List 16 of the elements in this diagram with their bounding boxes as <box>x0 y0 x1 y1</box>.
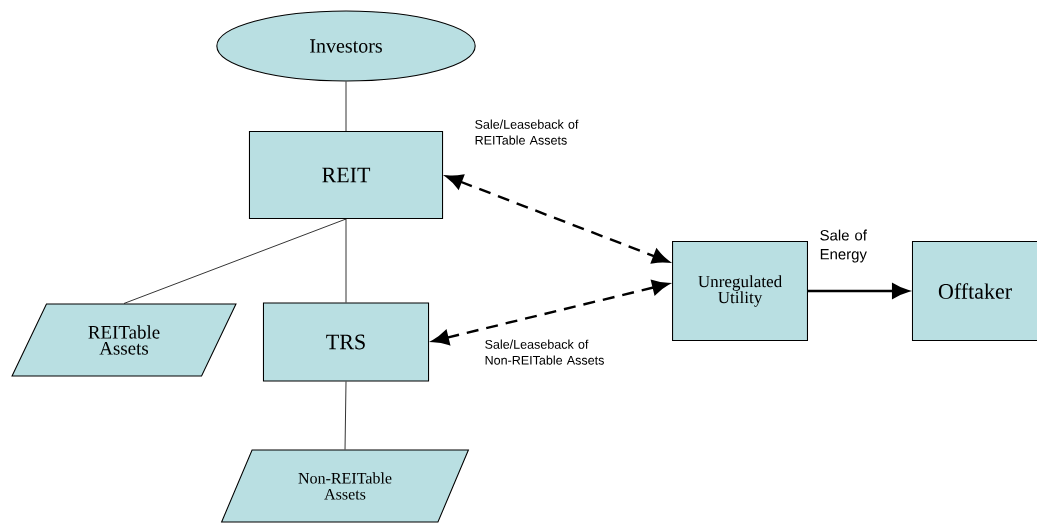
edge-label: Sale/Leaseback of REITable Assets <box>475 119 579 145</box>
process-box: Unregulated Utility <box>672 241 808 341</box>
connector-line <box>345 218 347 303</box>
connector-line <box>345 81 347 132</box>
connector-line <box>344 381 347 450</box>
ellipse-node: Investors <box>216 10 476 82</box>
arrow <box>808 283 909 299</box>
arrow <box>445 174 670 264</box>
process-box: Offtaker <box>911 241 1037 341</box>
arrow <box>432 280 669 345</box>
process-box: REIT <box>248 131 444 219</box>
connector-line <box>123 218 347 304</box>
process-box: TRS <box>262 302 430 382</box>
edge-label: Sale/Leaseback of Non-REITable Assets <box>485 339 604 365</box>
data-parallelogram: REITable Assets <box>11 303 237 377</box>
edge-label: Sale of Energy <box>820 229 867 263</box>
